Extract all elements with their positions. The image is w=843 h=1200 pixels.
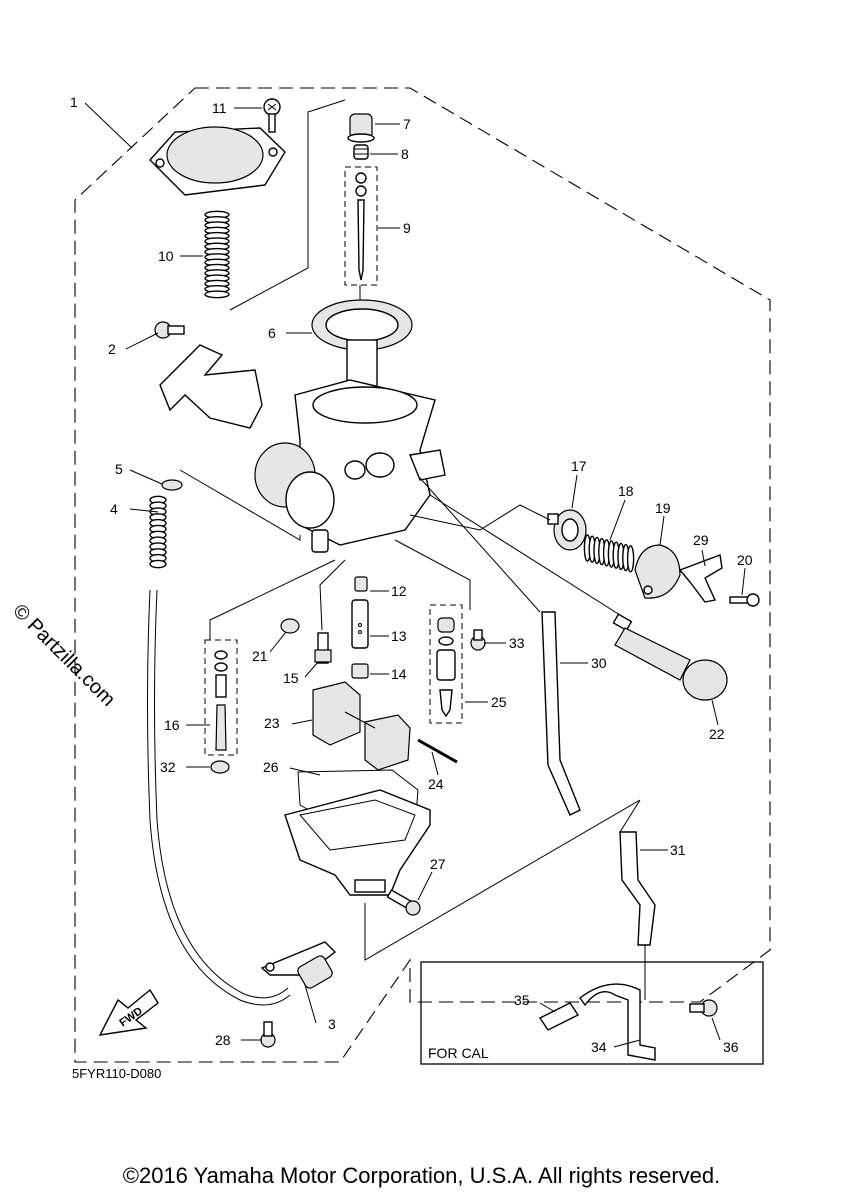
screw-33-shape	[470, 629, 486, 651]
part-label-34: 34	[591, 1039, 607, 1055]
cap-7-shape	[347, 113, 375, 143]
oring-32-shape	[210, 760, 230, 774]
assembly-boundary	[74, 87, 771, 1063]
part-label-27: 27	[430, 856, 446, 872]
part-label-29: 29	[693, 532, 709, 548]
jet-12-shape	[354, 576, 368, 592]
screw-2-shape	[154, 321, 185, 339]
part-label-21: 21	[252, 648, 268, 664]
pilot-screw-set-16-box	[204, 639, 238, 756]
part-label-20: 20	[737, 552, 753, 568]
part-label-22: 22	[709, 726, 725, 742]
part-label-13: 13	[391, 628, 407, 644]
float-valve-set-25-box	[429, 604, 463, 724]
part-label-17: 17	[571, 458, 587, 474]
washer-21-shape	[280, 618, 300, 634]
throttle-bracket-shape	[159, 344, 263, 429]
part-label-3: 3	[328, 1016, 336, 1032]
leader-lines	[84, 99, 746, 1048]
throttle-cable-shape	[147, 589, 291, 1006]
part-label-11: 11	[212, 100, 227, 116]
hose-30-shape	[541, 611, 581, 816]
part-label-28: 28	[215, 1032, 231, 1048]
copyright-notice: ©2016 Yamaha Motor Corporation, U.S.A. A…	[122, 1163, 721, 1188]
part-label-36: 36	[723, 1039, 739, 1055]
float-pin-24-shape	[417, 738, 458, 764]
part-label-23: 23	[264, 715, 280, 731]
spring-8-shape	[353, 144, 369, 160]
partzilla-watermark: © Partzilla.com	[8, 600, 119, 711]
throttle-cable-shape-2	[154, 589, 289, 999]
screw-11-shape	[263, 98, 281, 133]
for-cal-inset-box	[420, 961, 764, 1065]
jet-needle-9-shape	[355, 172, 367, 281]
part-label-30: 30	[591, 655, 607, 671]
cable-spring-4-shape	[149, 495, 167, 569]
carburetor-body-shape	[254, 379, 446, 553]
choke-plunger-22-shape	[612, 613, 728, 701]
screw-28-shape	[260, 1021, 276, 1048]
diagram-ref-code: 5FYR110-D080	[72, 1066, 161, 1081]
bracket-29-shape	[678, 554, 723, 603]
part-label-15: 15	[283, 670, 299, 686]
part-label-10: 10	[158, 248, 174, 264]
part-label-25: 25	[491, 694, 507, 710]
spring-coil	[204, 290, 230, 299]
part-label-6: 6	[268, 325, 276, 341]
pilot-screw-16-shape	[214, 650, 228, 751]
part-label-8: 8	[401, 146, 409, 162]
spring-10-shape	[204, 210, 230, 299]
needle-kit-9-box	[344, 166, 378, 286]
spring-18-shape	[583, 534, 635, 573]
part-label-5: 5	[115, 461, 123, 477]
lever-3-shape	[260, 941, 337, 989]
fwd-arrow-icon	[98, 988, 159, 1036]
screw-36-shape	[689, 999, 718, 1017]
float-valve-25-shape	[436, 617, 456, 718]
part-label-35: 35	[514, 992, 530, 1008]
hose-31-shape	[619, 831, 656, 946]
part-label-19: 19	[655, 500, 671, 516]
part-label-16: 16	[164, 717, 180, 733]
part-labels: 1 2 3 4 5 6 7 8 9 10 11 12 13 14 15 16 1…	[70, 94, 753, 1055]
screw-20-shape	[729, 593, 760, 607]
hose-35-shape	[538, 1002, 580, 1031]
part-label-9: 9	[403, 220, 411, 236]
part-label-2: 2	[108, 341, 116, 357]
washer-5-shape	[161, 479, 183, 491]
part-label-26: 26	[263, 759, 279, 775]
part-label-33: 33	[509, 635, 525, 651]
part-label-14: 14	[391, 666, 407, 682]
float-bowl-shape	[284, 789, 431, 896]
needle-jet-13-shape	[351, 599, 369, 649]
part-label-12: 12	[391, 583, 407, 599]
spring-coil	[626, 545, 635, 573]
for-cal-label: FOR CAL	[428, 1045, 489, 1061]
part-label-32: 32	[160, 759, 176, 775]
part-label-7: 7	[403, 116, 411, 132]
part-label-18: 18	[618, 483, 634, 499]
part-label-24: 24	[428, 776, 444, 792]
part-label-4: 4	[110, 501, 118, 517]
part-label-1: 1	[70, 94, 78, 110]
drain-screw-27-shape	[386, 889, 421, 916]
spring-coil	[149, 559, 167, 569]
main-jet-14-shape	[351, 663, 369, 679]
top-cover-shape	[149, 126, 286, 196]
cover-19-shape	[634, 544, 681, 599]
plunger-cap-17-shape	[547, 509, 587, 551]
float-23-shape	[312, 681, 411, 771]
pilot-jet-15-shape	[314, 632, 332, 664]
part-label-31: 31	[670, 842, 686, 858]
